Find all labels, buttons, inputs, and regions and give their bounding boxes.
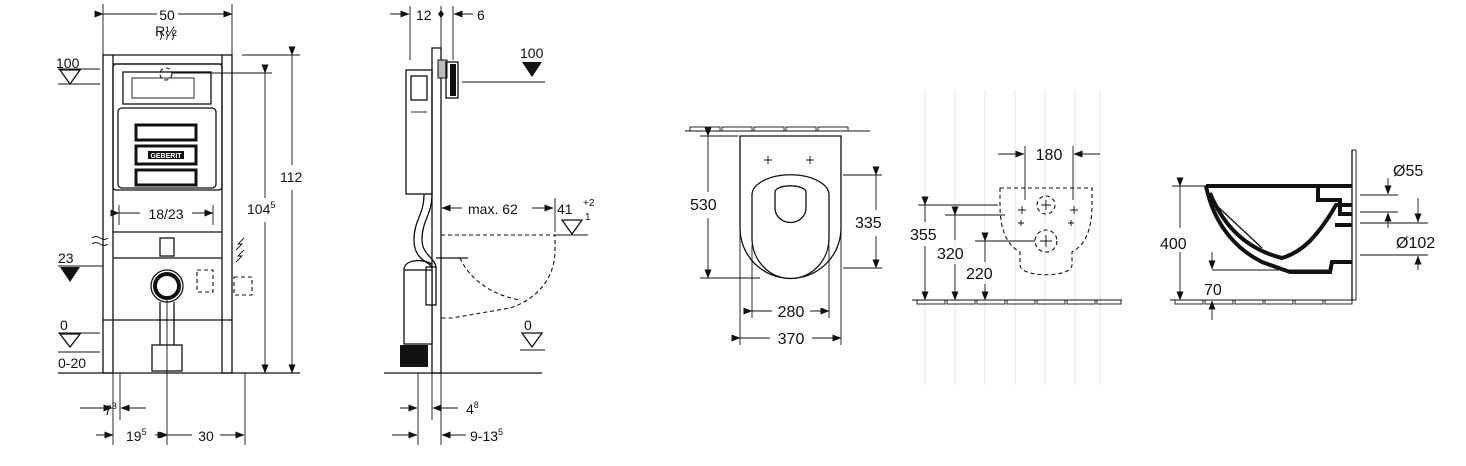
frame-floor-label: 0	[60, 317, 68, 333]
brand-logo: GEBERIT	[150, 153, 182, 160]
side-floor-label: 0	[524, 317, 532, 333]
flush-height-label: 100	[56, 55, 80, 71]
bolt-spacing-label: 180	[1036, 147, 1063, 164]
bowl-height-label: 400	[1160, 236, 1187, 253]
bowl-back-view: 180 355 320 220	[910, 90, 1122, 385]
height-220-label: 220	[966, 266, 993, 283]
mount-depth-label: 335	[855, 215, 882, 232]
bowl-side-view: 400 70 Ø55 Ø102	[1160, 149, 1435, 320]
frame-width-label: 50	[159, 7, 175, 23]
outlet-height-label: 1045	[247, 200, 275, 217]
inner-offset-label: 73	[104, 401, 117, 418]
side-dim-6: 6	[477, 7, 485, 23]
frame-side-view: 12 6 100 max. 62 41 +2 1	[384, 6, 595, 445]
inlet-diameter-label: Ø55	[1393, 163, 1423, 180]
tolerance-label: 41	[557, 201, 573, 217]
bowl-top-view: 530 335 280 370	[685, 126, 882, 348]
tolerance-minus: 1	[585, 212, 591, 223]
floor-range-label: 0-20	[58, 355, 86, 371]
max-projection-label: max. 62	[468, 201, 518, 217]
outlet-height-label-bowl: 70	[1204, 282, 1222, 299]
connection-label: R½	[155, 23, 177, 39]
axis-offset-label: 195	[126, 427, 147, 444]
total-width-label: 370	[778, 331, 805, 348]
axis-right-label: 30	[198, 428, 214, 444]
bowl-length-label: 530	[690, 197, 717, 214]
side-dim-12: 12	[416, 7, 432, 23]
seat-width-label: 280	[778, 304, 805, 321]
height-320-label: 320	[937, 246, 964, 263]
outlet-diameter-label: Ø102	[1396, 235, 1435, 252]
water-height-label: 23	[58, 250, 74, 266]
button-size-label: 18/23	[148, 206, 183, 222]
side-flush-height-label: 100	[520, 45, 544, 61]
frame-front-view: 50 R½ GEBERIT 100	[56, 4, 303, 445]
frame-height-label: 112	[280, 169, 303, 185]
tolerance-plus: +2	[583, 198, 595, 209]
height-355-label: 355	[910, 227, 937, 244]
foot-offset-label: 48	[466, 400, 479, 417]
install-depth-label: 9-135	[470, 427, 503, 444]
